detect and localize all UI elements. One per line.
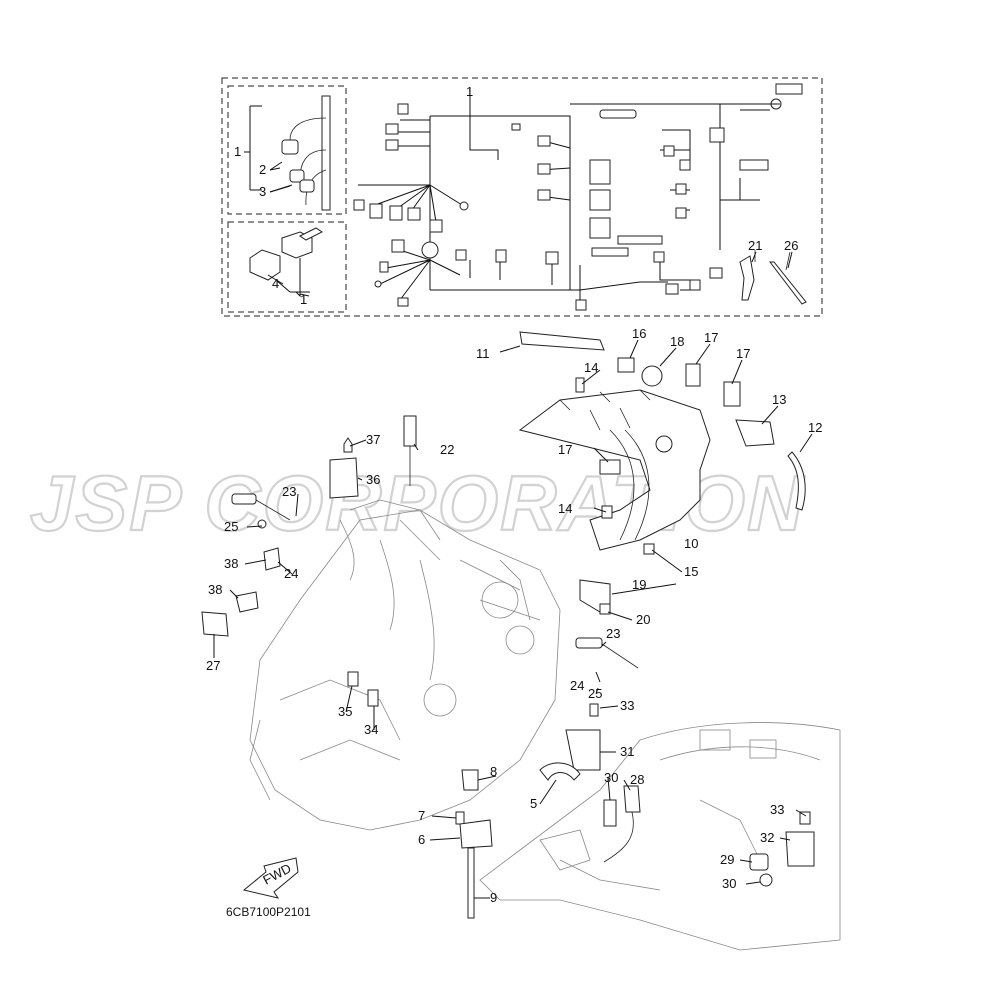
callout-3: 3 (259, 184, 266, 199)
callout-33-upper: 33 (620, 698, 634, 713)
callout-15: 15 (684, 564, 698, 579)
callout-5: 5 (530, 796, 537, 811)
drawing-code: 6CB7100P2101 (226, 905, 311, 919)
bracket-assembly-drawing (518, 331, 806, 613)
callout-16: 16 (632, 326, 646, 341)
callout-11: 11 (476, 346, 490, 361)
sub-harness-inset-border (227, 85, 347, 215)
engine-block-drawing (249, 499, 561, 831)
callout-6: 6 (418, 832, 425, 847)
callout-26: 26 (784, 238, 798, 253)
callout-23-lower: 23 (606, 626, 620, 641)
callout-18: 18 (670, 334, 684, 349)
callout-1-relay: 1 (300, 292, 307, 307)
callout-14-b: 14 (558, 501, 572, 516)
small-parts-drawing (201, 357, 815, 919)
callout-10: 10 (684, 536, 698, 551)
callout-24-upper: 24 (284, 566, 298, 581)
callout-17-b: 17 (736, 346, 750, 361)
callout-22: 22 (440, 442, 454, 457)
callout-20: 20 (636, 612, 650, 627)
callout-27: 27 (206, 658, 220, 673)
wire-harness-inset-border (221, 77, 823, 317)
callout-32: 32 (760, 830, 774, 845)
leader-lines (213, 100, 813, 899)
callout-21: 21 (748, 238, 762, 253)
harness-inset-group (221, 77, 823, 317)
clip-and-cable-tie (739, 250, 807, 305)
relay-drawing (249, 227, 323, 298)
callout-7: 7 (418, 808, 425, 823)
callout-24-lower: 24 (570, 678, 584, 693)
callout-35: 35 (338, 704, 352, 719)
callout-30-upper: 30 (604, 770, 618, 785)
fwd-arrow: FWD (242, 857, 299, 899)
callout-33-lower: 33 (770, 802, 784, 817)
callout-1-sub-harness: 1 (234, 144, 241, 159)
callout-19: 19 (632, 577, 646, 592)
callout-29: 29 (720, 852, 734, 867)
callout-25-lower: 25 (588, 686, 602, 701)
callout-2: 2 (259, 162, 266, 177)
callout-labels: 1 2 3 4 1 1 21 26 11 16 18 17 17 14 13 1… (206, 84, 822, 905)
callout-17-a: 17 (704, 330, 718, 345)
relay-inset-border (227, 221, 347, 313)
callout-37: 37 (366, 432, 380, 447)
callout-1-main-harness: 1 (466, 84, 473, 99)
callout-14-a: 14 (584, 360, 598, 375)
callout-38-b: 38 (208, 582, 222, 597)
callout-12: 12 (808, 420, 822, 435)
sub-harness-drawing (244, 95, 331, 211)
callout-31: 31 (620, 744, 634, 759)
callout-9: 9 (490, 890, 497, 905)
callout-34: 34 (364, 722, 378, 737)
callout-23-upper: 23 (282, 484, 296, 499)
bottom-cowling-drawing (479, 722, 841, 951)
callout-17-c: 17 (558, 442, 572, 457)
callout-4: 4 (272, 276, 279, 291)
callout-13: 13 (772, 392, 786, 407)
callout-25-upper: 25 (224, 519, 238, 534)
callout-8: 8 (490, 764, 497, 779)
main-wire-harness-drawing (353, 83, 803, 311)
callout-28: 28 (630, 772, 644, 787)
callout-36: 36 (366, 472, 380, 487)
callout-30-lower: 30 (722, 876, 736, 891)
callout-38-a: 38 (224, 556, 238, 571)
